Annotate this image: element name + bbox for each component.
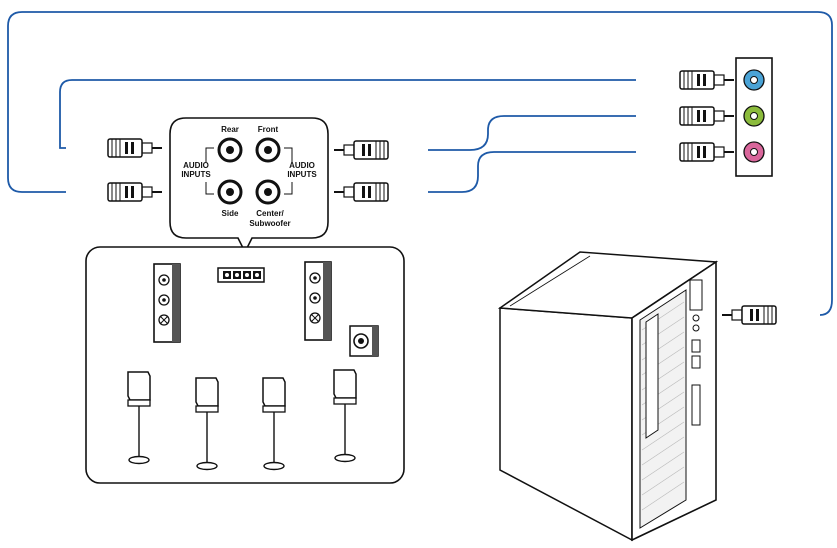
side-label: Side	[222, 209, 239, 218]
subwoofer-icon	[349, 325, 379, 357]
plug-hub-right-top	[333, 140, 389, 160]
side-jack-icon	[217, 179, 243, 205]
audio-inputs-left-line1: AUDIO	[183, 161, 209, 170]
front-cable	[428, 115, 636, 151]
front-label: Front	[258, 125, 279, 134]
front-right-speaker-icon	[304, 261, 332, 341]
audio-inputs-right-line2: INPUTS	[287, 170, 317, 179]
audio-inputs-left-line2: INPUTS	[181, 170, 211, 179]
plug-pc-side	[721, 305, 777, 325]
rear-cable	[59, 79, 636, 149]
plug-hub-right-bottom	[333, 182, 389, 202]
plug-left-top	[108, 139, 162, 157]
front-left-speaker-icon	[153, 263, 181, 343]
speaker-input-hub: Rear Front AUDIO INPUTS AUDIO INPUTS Sid…	[169, 117, 329, 254]
speaker-system-panel	[85, 246, 405, 484]
audio-inputs-right-line1: AUDIO	[289, 161, 315, 170]
plug-panel-green	[680, 107, 734, 125]
center-subwoofer-jack-icon	[255, 179, 281, 205]
jack-panel	[735, 57, 773, 177]
rear-jack-icon	[217, 137, 243, 163]
center-label: Center/	[256, 209, 284, 218]
rear-label: Rear	[221, 125, 239, 134]
plug-left-bottom	[108, 183, 162, 201]
plug-panel-blue	[680, 71, 734, 89]
connector-strip-icon	[217, 267, 265, 283]
plug-panel-pink	[680, 143, 734, 161]
center-cable	[428, 151, 636, 193]
front-jack-icon	[255, 137, 281, 163]
subwoofer-label: Subwoofer	[249, 219, 290, 228]
desktop-pc-icon	[497, 251, 719, 542]
side-cable	[7, 11, 833, 316]
